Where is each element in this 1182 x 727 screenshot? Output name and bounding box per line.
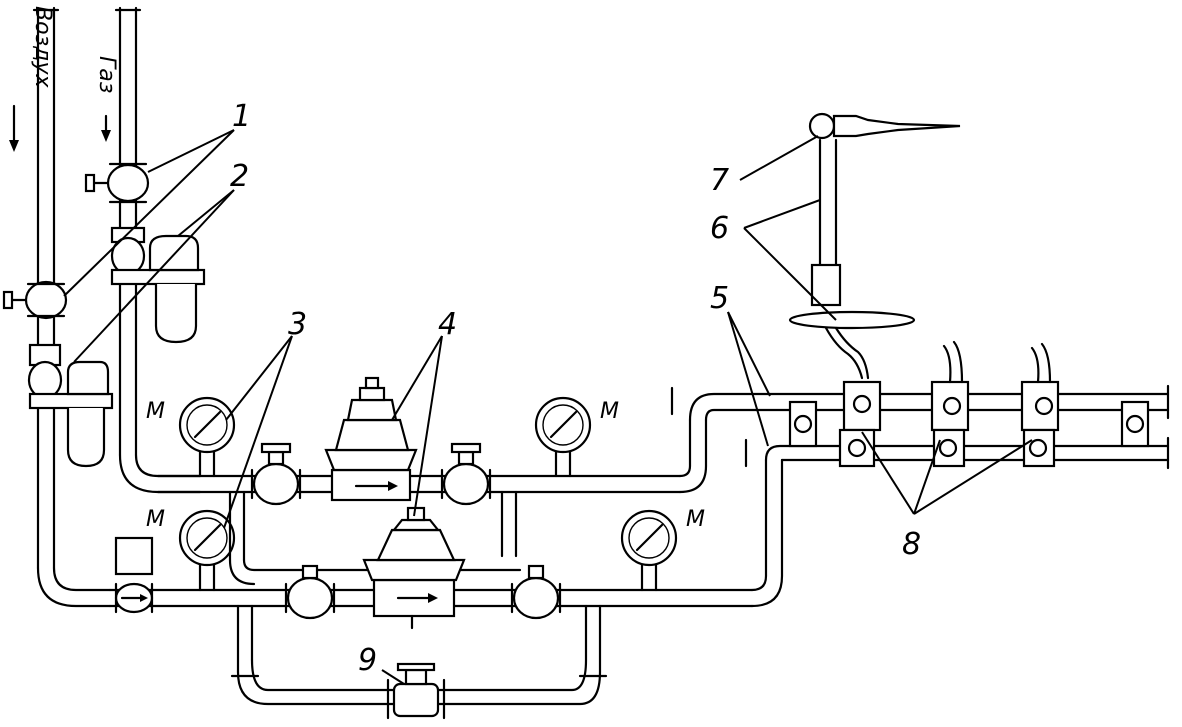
gauge-label-gas-outlet: М: [600, 399, 619, 424]
gas-flow-label: Газ: [94, 56, 119, 93]
air-pressure-regulator: [362, 506, 466, 630]
gauge-branches: [198, 446, 658, 592]
gauge-label-air-inlet: М: [146, 507, 165, 532]
gas-regulator-line: [156, 384, 1170, 494]
air-inlet-pressure-gauge: [178, 509, 236, 567]
hose-clamps: [788, 340, 1150, 468]
gauge-label-air-outlet: М: [686, 507, 705, 532]
air-flow-label: Воздух: [30, 6, 55, 88]
air-check-valve: [114, 536, 154, 614]
gas-outlet-pressure-gauge: [534, 396, 592, 454]
gauge-label-gas-inlet: М: [146, 399, 165, 424]
cross-connection: [228, 490, 522, 586]
callout-7: 7: [710, 163, 729, 198]
leader-lines: [63, 129, 1033, 685]
bypass-line: [230, 604, 608, 706]
flow-direction-arrows: [9, 104, 111, 152]
gas-shutoff-valve: [84, 162, 150, 204]
callout-8: 8: [902, 527, 921, 562]
callout-6: 6: [710, 211, 729, 246]
gas-filter: [110, 226, 206, 344]
callout-2: 2: [230, 159, 249, 194]
gas-pressure-regulator: [324, 376, 418, 502]
gas-regulator-outlet-valve: [440, 442, 492, 506]
air-regulator-outlet-valve: [510, 564, 562, 620]
air-filter: [27, 343, 114, 468]
callout-9: 9: [358, 643, 377, 678]
burner-nozzle: [788, 112, 961, 380]
callout-1: 1: [232, 99, 251, 134]
callout-3: 3: [288, 307, 307, 342]
callout-4: 4: [438, 307, 457, 342]
air-shutoff-valve: [2, 280, 68, 320]
air-regulator-inlet-valve: [284, 564, 336, 620]
gas-inlet-pressure-gauge: [178, 396, 236, 454]
gas-regulator-inlet-valve: [250, 442, 302, 506]
air-outlet-pressure-gauge: [620, 509, 678, 567]
callout-5: 5: [710, 281, 729, 316]
bypass-valve: [386, 662, 446, 720]
